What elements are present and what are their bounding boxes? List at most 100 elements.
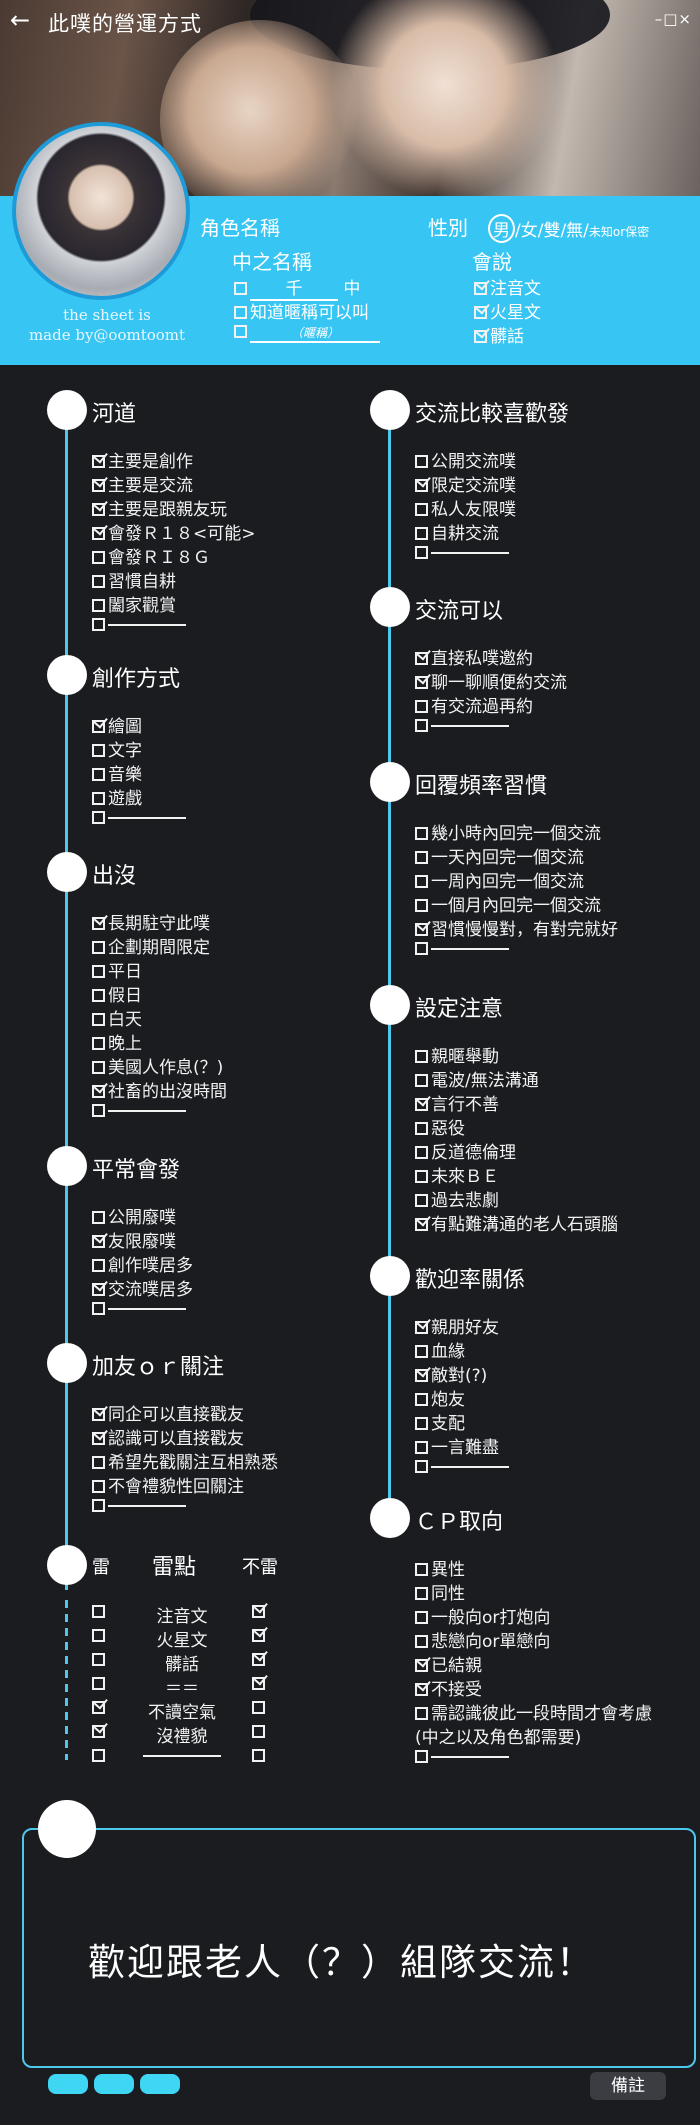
item-checkbox[interactable]	[92, 527, 105, 540]
speak-checkbox[interactable]	[474, 282, 487, 295]
item-checkbox[interactable]	[92, 479, 105, 492]
item-checkbox[interactable]	[92, 1235, 105, 1248]
item-checkbox[interactable]	[92, 1013, 105, 1026]
mine-checkbox[interactable]	[252, 1749, 265, 1762]
item-checkbox[interactable]	[92, 575, 105, 588]
item-checkbox[interactable]	[415, 1587, 428, 1600]
item-checkbox[interactable]	[415, 1460, 428, 1473]
item-checkbox[interactable]	[92, 720, 105, 733]
item-checkbox[interactable]	[415, 1563, 428, 1576]
item-checkbox[interactable]	[415, 1750, 428, 1763]
gender-selected[interactable]: 男	[488, 214, 515, 243]
item-checkbox[interactable]	[415, 1635, 428, 1648]
page-tab[interactable]	[48, 2074, 88, 2094]
item-checkbox[interactable]	[92, 1061, 105, 1074]
item-checkbox[interactable]	[415, 1074, 428, 1087]
item-checkbox[interactable]	[92, 811, 105, 824]
item-checkbox[interactable]	[92, 599, 105, 612]
item-checkbox[interactable]	[415, 527, 428, 540]
mine-checkbox[interactable]	[92, 1725, 105, 1738]
item-checkbox[interactable]	[415, 1218, 428, 1231]
item-checkbox[interactable]	[92, 1408, 105, 1421]
window-controls[interactable]: –□×	[654, 10, 692, 28]
item-checkbox[interactable]	[415, 719, 428, 732]
item-checkbox[interactable]	[415, 1417, 428, 1430]
item-checkbox[interactable]	[415, 1098, 428, 1111]
item-checkbox[interactable]	[415, 1146, 428, 1159]
item-checkbox[interactable]	[415, 875, 428, 888]
item-checkbox[interactable]	[92, 1432, 105, 1445]
gender-rest: /女/雙/無/	[515, 221, 589, 241]
item-checkbox[interactable]	[92, 744, 105, 757]
mine-checkbox[interactable]	[252, 1725, 265, 1738]
mine-checkbox[interactable]	[252, 1605, 265, 1618]
item-checkbox[interactable]	[92, 989, 105, 1002]
mine-checkbox[interactable]	[92, 1653, 105, 1666]
item-checkbox[interactable]	[415, 455, 428, 468]
mine-checkbox[interactable]	[92, 1605, 105, 1618]
item-checkbox[interactable]	[415, 503, 428, 516]
item-checkbox[interactable]	[92, 1283, 105, 1296]
item-checkbox[interactable]	[92, 1456, 105, 1469]
item-checkbox[interactable]	[415, 923, 428, 936]
item-checkbox[interactable]	[415, 479, 428, 492]
mine-checkbox[interactable]	[92, 1749, 105, 1762]
item-checkbox[interactable]	[92, 1302, 105, 1315]
item-checkbox[interactable]	[415, 942, 428, 955]
item-checkbox[interactable]	[92, 965, 105, 978]
item-checkbox[interactable]	[415, 827, 428, 840]
item-checkbox[interactable]	[92, 618, 105, 631]
item-checkbox[interactable]	[415, 1194, 428, 1207]
item-checkbox[interactable]	[92, 917, 105, 930]
item-checkbox[interactable]	[415, 1659, 428, 1672]
item-checkbox[interactable]	[92, 1085, 105, 1098]
item-checkbox[interactable]	[415, 1393, 428, 1406]
item-checkbox[interactable]	[92, 792, 105, 805]
mine-checkbox[interactable]	[252, 1629, 265, 1642]
item-checkbox[interactable]	[92, 1211, 105, 1224]
item-checkbox[interactable]	[415, 1683, 428, 1696]
item-checkbox[interactable]	[92, 551, 105, 564]
nickname-checkbox[interactable]	[234, 306, 247, 319]
item-checkbox[interactable]	[415, 851, 428, 864]
mine-checkbox[interactable]	[92, 1677, 105, 1690]
item-checkbox[interactable]	[415, 1050, 428, 1063]
mine-checkbox[interactable]	[252, 1653, 265, 1666]
item-checkbox[interactable]	[92, 455, 105, 468]
item-checkbox[interactable]	[415, 1707, 428, 1720]
mine-checkbox[interactable]	[252, 1701, 265, 1714]
item-checkbox[interactable]	[415, 1321, 428, 1334]
item-checkbox[interactable]	[415, 899, 428, 912]
item-checkbox[interactable]	[415, 1345, 428, 1358]
item-checkbox[interactable]	[415, 1170, 428, 1183]
item-checkbox[interactable]	[92, 1499, 105, 1512]
item-checkbox[interactable]	[92, 1480, 105, 1493]
list-item: 需認識彼此一段時間才會考慮	[415, 1699, 652, 1724]
item-checkbox[interactable]	[92, 768, 105, 781]
mine-checkbox[interactable]	[252, 1677, 265, 1690]
item-label: 繪圖	[108, 717, 142, 737]
nickname-blank-checkbox[interactable]	[234, 325, 247, 338]
item-checkbox[interactable]	[92, 1259, 105, 1272]
page-tab[interactable]	[94, 2074, 134, 2094]
item-checkbox[interactable]	[92, 503, 105, 516]
mine-checkbox[interactable]	[92, 1629, 105, 1642]
arrow-left-icon[interactable]: ←	[10, 6, 31, 34]
speak-checkbox[interactable]	[474, 306, 487, 319]
page-tab[interactable]	[140, 2074, 180, 2094]
item-checkbox[interactable]	[92, 1104, 105, 1117]
item-checkbox[interactable]	[415, 1122, 428, 1135]
speak-checkbox[interactable]	[474, 330, 487, 343]
item-checkbox[interactable]	[415, 1369, 428, 1382]
item-checkbox[interactable]	[415, 1441, 428, 1454]
item-checkbox[interactable]	[415, 700, 428, 713]
item-checkbox[interactable]	[92, 1037, 105, 1050]
item-checkbox[interactable]	[92, 941, 105, 954]
item-checkbox[interactable]	[415, 676, 428, 689]
item-checkbox[interactable]	[415, 546, 428, 559]
mine-checkbox[interactable]	[92, 1701, 105, 1714]
item-checkbox[interactable]	[415, 652, 428, 665]
item-checkbox[interactable]	[415, 1611, 428, 1624]
remark-button[interactable]: 備註	[590, 2072, 666, 2100]
cn-name-checkbox[interactable]	[234, 282, 247, 295]
